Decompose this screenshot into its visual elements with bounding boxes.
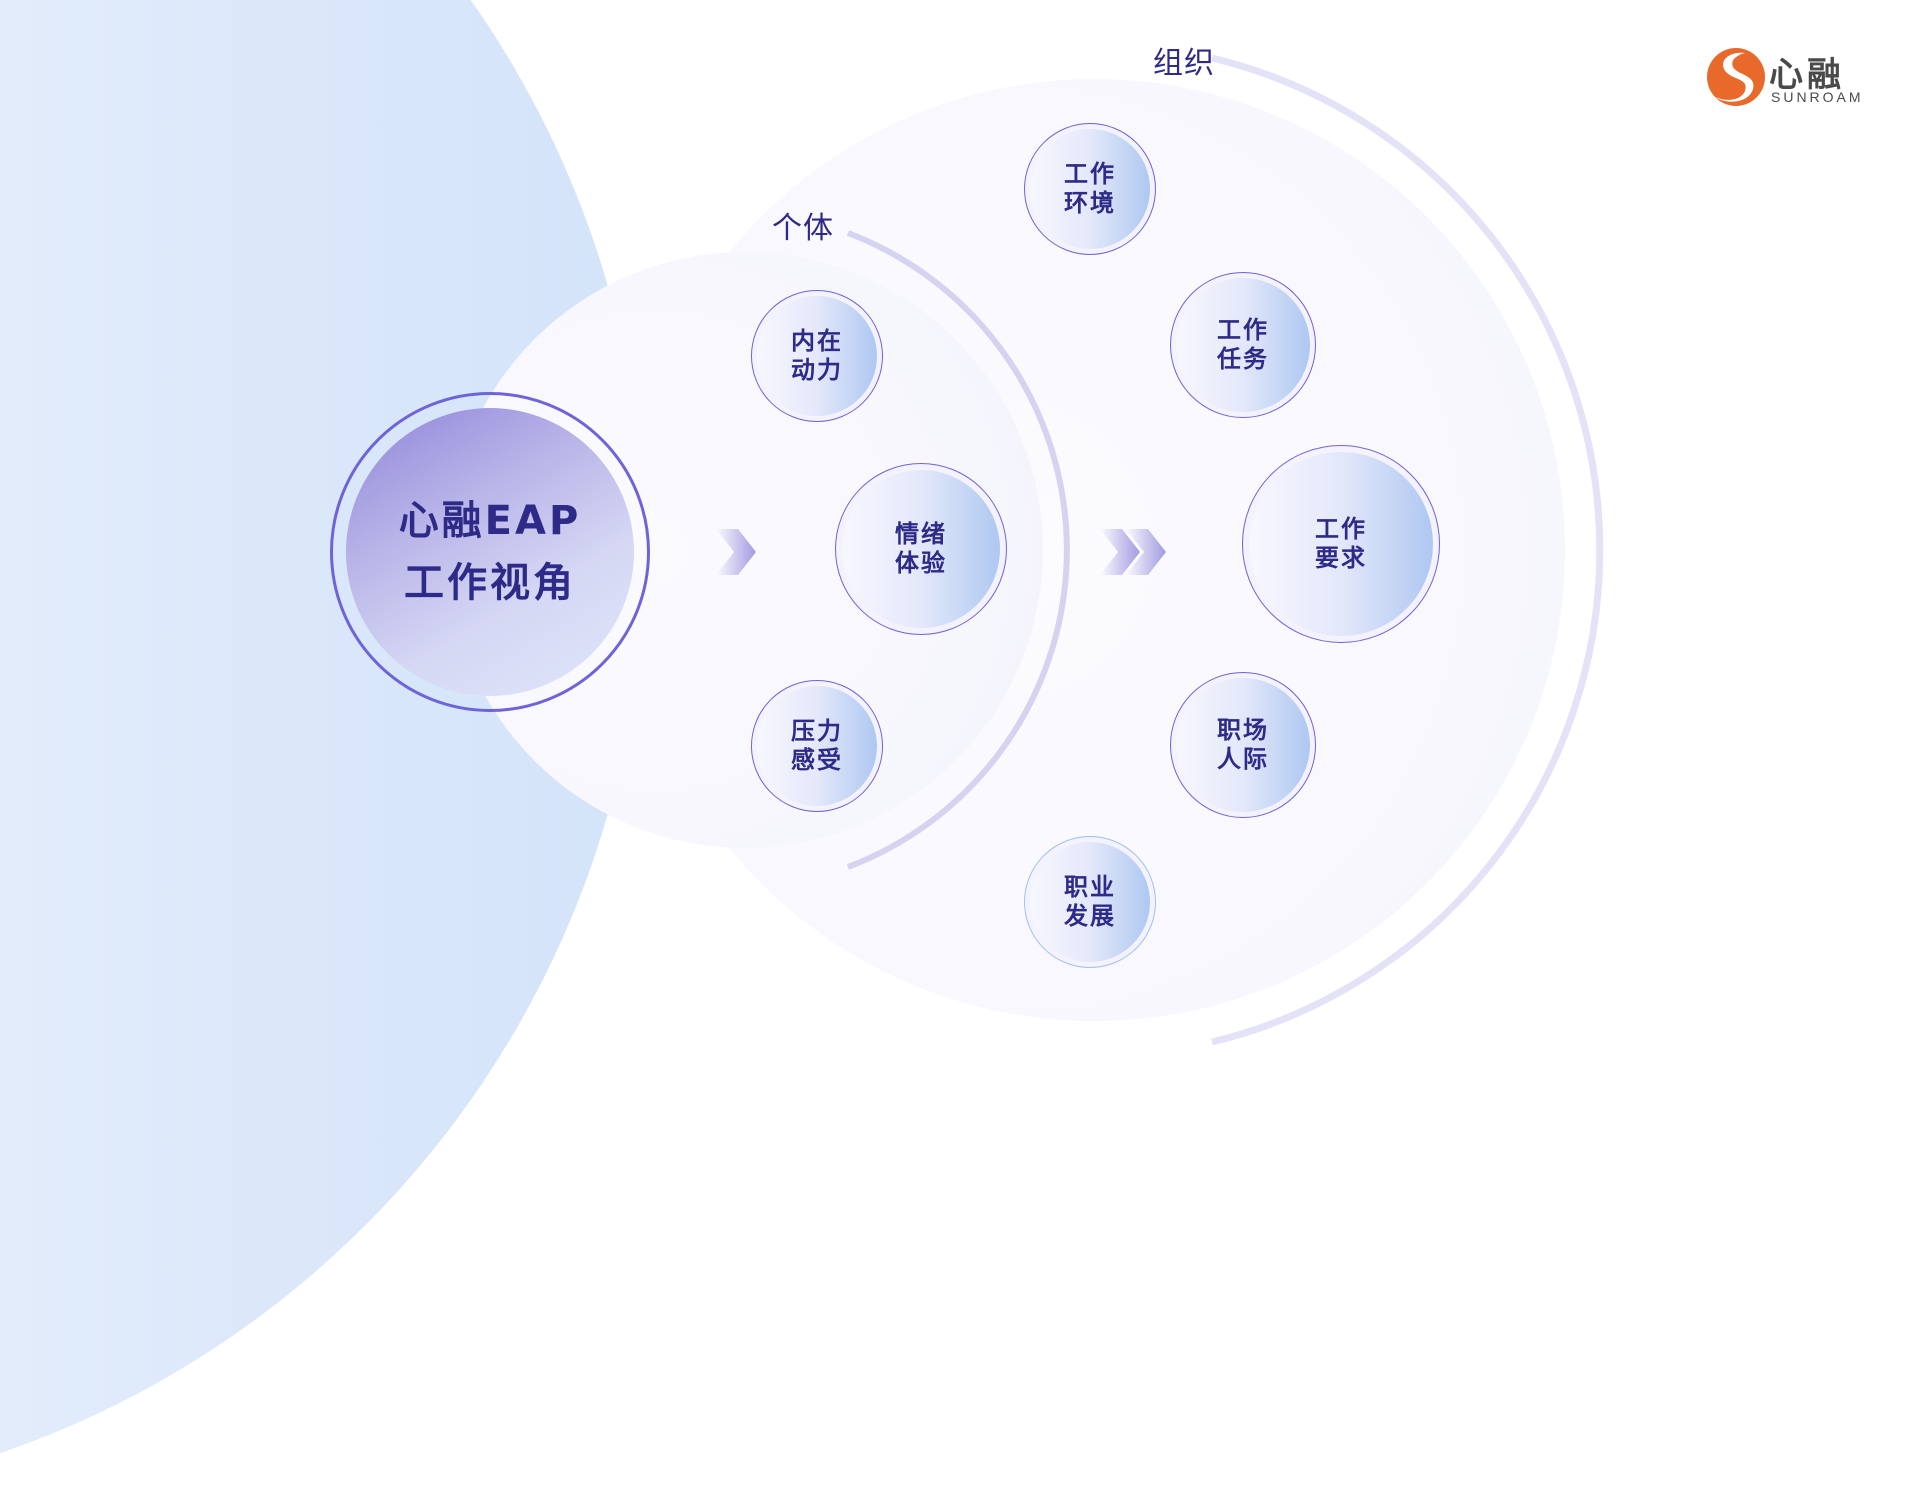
center-title-line2: 工作视角 bbox=[404, 560, 576, 606]
organization-arc bbox=[1211, 54, 1604, 1046]
node-text-line1: 压力 bbox=[791, 717, 843, 745]
node-inner-motivation: 内在 动力 bbox=[751, 290, 883, 422]
individual-arc bbox=[846, 230, 1070, 870]
sunroam-logo-mark-icon bbox=[1707, 48, 1765, 106]
node-text-line2: 体验 bbox=[895, 549, 947, 577]
group-label-organization: 组织 bbox=[1153, 46, 1215, 81]
node-text-line1: 工作 bbox=[1315, 515, 1367, 543]
node-text-line2: 感受 bbox=[791, 746, 843, 774]
sunroam-logo: 心融 SUNROAM bbox=[1705, 45, 1870, 109]
node-text-line1: 内在 bbox=[791, 327, 843, 355]
node-text-line1: 工作 bbox=[1217, 316, 1269, 344]
group-label-individual: 个体 bbox=[772, 211, 834, 246]
node-text-line1: 职场 bbox=[1217, 716, 1269, 744]
node-text-line2: 任务 bbox=[1217, 345, 1269, 373]
node-stress-perception: 压力 感受 bbox=[751, 680, 883, 812]
node-text-line2: 动力 bbox=[791, 356, 843, 384]
node-text-line1: 情绪 bbox=[895, 520, 947, 548]
node-text-line2: 环境 bbox=[1064, 189, 1116, 217]
node-work-requirements: 工作 要求 bbox=[1242, 445, 1440, 643]
node-text-line2: 人际 bbox=[1217, 745, 1269, 773]
node-workplace-relations: 职场 人际 bbox=[1170, 672, 1316, 818]
logo-text-cn: 心融 bbox=[1769, 55, 1845, 95]
logo-text-en: SUNROAM bbox=[1771, 89, 1864, 105]
center-title-line1: 心融EAP bbox=[398, 498, 582, 544]
node-text-line1: 职业 bbox=[1064, 873, 1116, 901]
node-work-environment: 工作 环境 bbox=[1024, 123, 1156, 255]
group-arcs bbox=[846, 54, 1604, 1046]
node-work-tasks: 工作 任务 bbox=[1170, 272, 1316, 418]
node-text-line2: 发展 bbox=[1064, 902, 1116, 930]
node-career-development: 职业 发展 bbox=[1024, 836, 1156, 968]
node-text-line2: 要求 bbox=[1315, 544, 1367, 572]
node-emotional-experience: 情绪 体验 bbox=[835, 463, 1007, 635]
center-node: 心融EAP 工作视角 bbox=[330, 392, 650, 712]
node-text-line1: 工作 bbox=[1064, 160, 1116, 188]
